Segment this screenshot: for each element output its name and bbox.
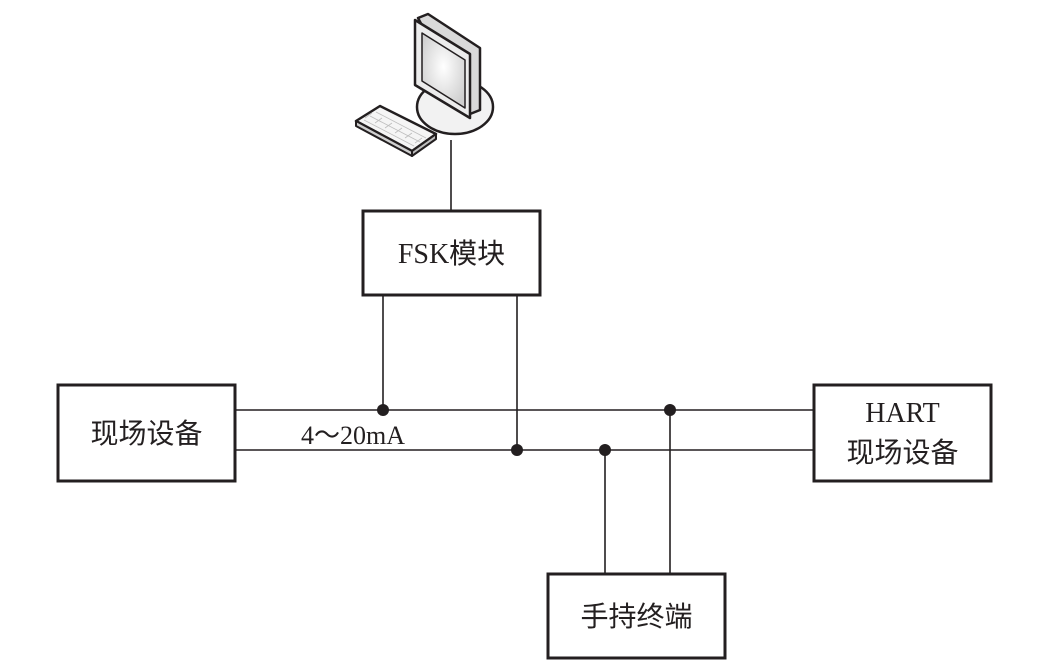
- field-device-box: 现场设备: [56, 383, 237, 483]
- handheld-terminal-box: 手持终端: [546, 572, 727, 660]
- junction-dot-fsk-bottom: [511, 444, 523, 456]
- desktop-computer-icon: [354, 12, 495, 157]
- junction-dot-handheld-bottom: [599, 444, 611, 456]
- junction-dot-handheld-top: [664, 404, 676, 416]
- handheld-terminal-label: 手持终端: [580, 601, 692, 633]
- monitor-screen: [421, 32, 466, 109]
- junction-dot-fsk-top: [377, 404, 389, 416]
- hart-field-device-label-line2: 现场设备: [846, 437, 958, 469]
- fsk-module-label: FSK模块: [398, 238, 505, 270]
- fsk-module-box: FSK模块: [361, 209, 542, 297]
- keyboard-icon: [354, 104, 438, 157]
- hart-field-device-box: HART 现场设备: [812, 383, 993, 483]
- hart-field-device-label-line1: HART: [865, 398, 940, 429]
- field-device-label: 现场设备: [90, 418, 202, 450]
- loop-current-label: 4～20mA: [301, 421, 405, 450]
